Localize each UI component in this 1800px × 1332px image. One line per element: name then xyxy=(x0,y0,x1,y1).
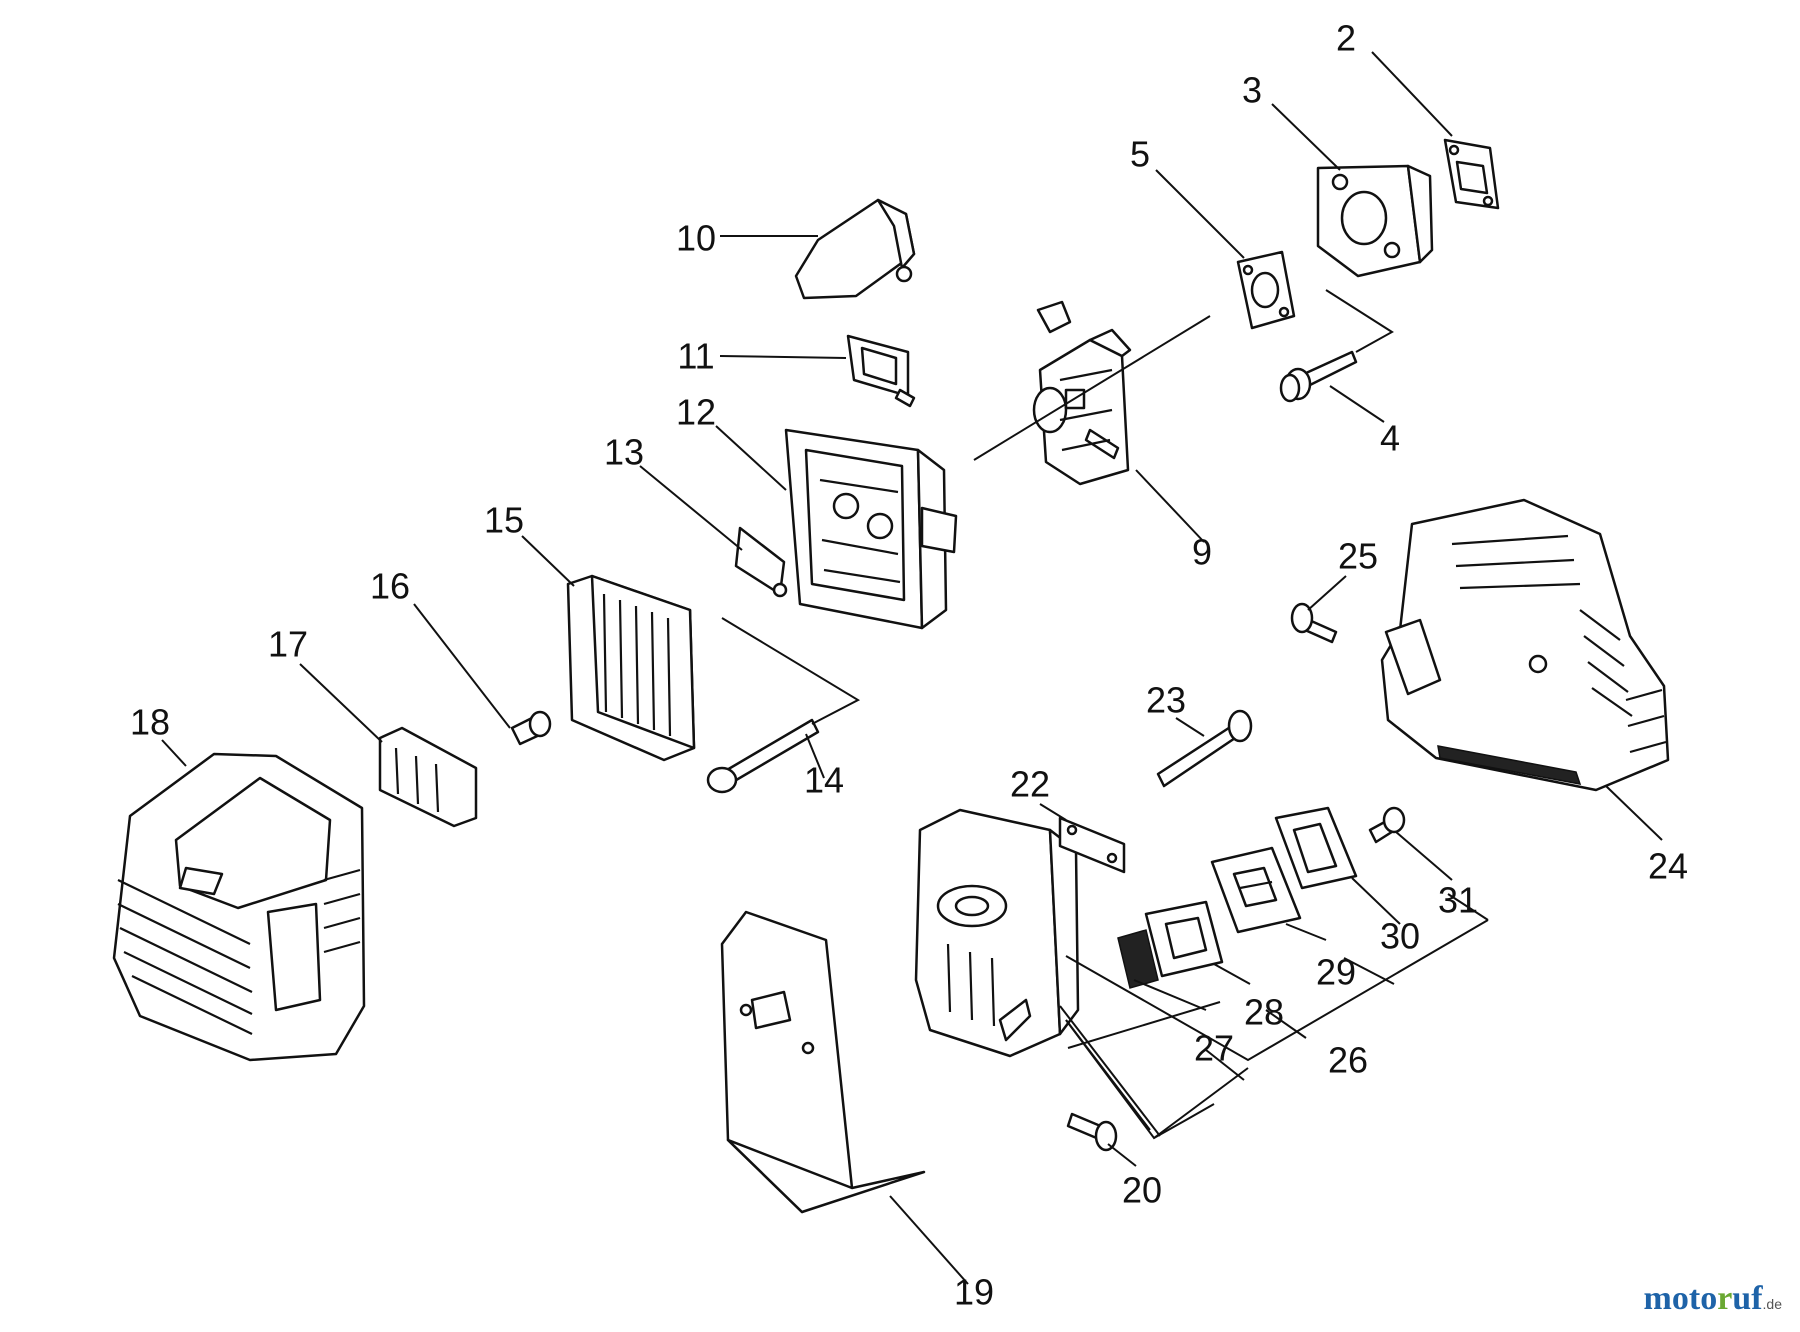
callout-12: 12 xyxy=(676,392,716,433)
callout-17: 17 xyxy=(268,624,308,665)
callout-4: 4 xyxy=(1380,418,1400,459)
leader-lines xyxy=(161,51,1663,1285)
callout-20: 20 xyxy=(1122,1170,1162,1211)
callout-28: 28 xyxy=(1244,992,1284,1033)
part-10-cover xyxy=(794,198,916,300)
part-17-plate xyxy=(378,726,478,828)
watermark-tld: .de xyxy=(1762,1296,1782,1312)
part-13-bracket xyxy=(734,526,788,598)
callout-9: 9 xyxy=(1192,532,1212,573)
part-2-gasket xyxy=(1443,138,1500,210)
part-5-gasket xyxy=(1236,250,1296,330)
callout-13: 13 xyxy=(604,432,644,473)
part-28-gasket xyxy=(1144,900,1224,978)
watermark-part-3: uf xyxy=(1732,1280,1763,1317)
callout-19: 19 xyxy=(954,1272,994,1313)
callout-10: 10 xyxy=(676,218,716,259)
site-watermark: motoruf.de xyxy=(1644,1280,1782,1318)
callout-5: 5 xyxy=(1130,134,1150,175)
part-30-gasket xyxy=(1274,806,1358,890)
part-22-plate xyxy=(1058,816,1126,874)
callout-27: 27 xyxy=(1194,1028,1234,1069)
part-15-air-filter xyxy=(566,574,696,762)
callout-labels: 2 3 4 5 9 10 11 12 13 14 15 16 17 18 19 … xyxy=(130,18,1688,1313)
part-27-screen xyxy=(1117,929,1159,989)
part-23-bolt xyxy=(1156,709,1253,788)
part-29-plate xyxy=(1210,846,1302,934)
part-4-bolt xyxy=(1279,350,1358,403)
callout-18: 18 xyxy=(130,702,170,743)
part-11-choke xyxy=(846,334,916,408)
part-12-air-cleaner-case xyxy=(784,428,958,630)
part-14-bolt xyxy=(706,718,820,794)
callout-11: 11 xyxy=(677,336,714,377)
part-24-fan-cover xyxy=(1380,498,1670,792)
callout-30: 30 xyxy=(1380,916,1420,957)
part-25-bolt xyxy=(1290,602,1338,644)
callout-25: 25 xyxy=(1338,536,1378,577)
callout-31: 31 xyxy=(1438,880,1478,921)
callout-14: 14 xyxy=(804,760,844,801)
callout-22: 22 xyxy=(1010,764,1050,805)
part-9-carburetor xyxy=(1032,300,1132,486)
callout-3: 3 xyxy=(1242,70,1262,111)
part-16-screw xyxy=(510,710,552,746)
part-19-shield-plate xyxy=(720,910,926,1214)
part-3-insulator xyxy=(1316,164,1434,278)
callout-29: 29 xyxy=(1316,952,1356,993)
part-20-bolt xyxy=(1066,1112,1118,1152)
watermark-part-2: r xyxy=(1717,1280,1733,1317)
callout-2: 2 xyxy=(1336,18,1356,59)
callout-24: 24 xyxy=(1648,846,1688,887)
callout-16: 16 xyxy=(370,566,410,607)
part-31-screw xyxy=(1368,806,1406,844)
part-18-top-cover xyxy=(112,752,366,1062)
callout-26: 26 xyxy=(1328,1040,1368,1081)
part-26-muffler xyxy=(914,808,1080,1058)
callout-15: 15 xyxy=(484,500,524,541)
watermark-part-1: moto xyxy=(1643,1280,1718,1317)
callout-23: 23 xyxy=(1146,680,1186,721)
